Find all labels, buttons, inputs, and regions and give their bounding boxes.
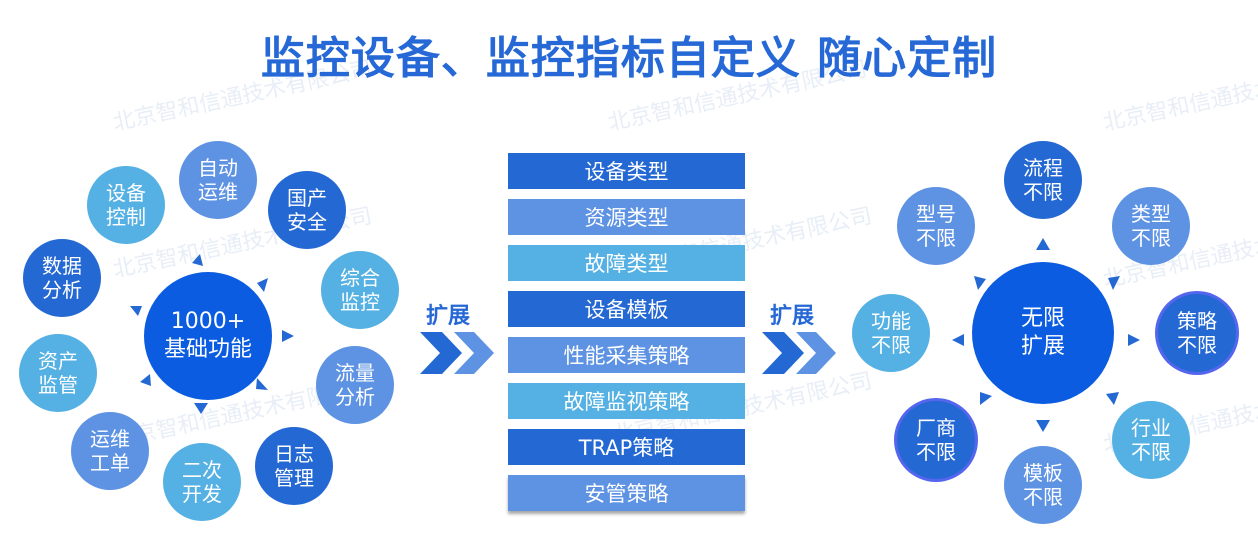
list-item: 性能采集策略 [508,337,745,373]
right-hub-circle: 无限 扩展 [972,262,1114,404]
list-item: 故障类型 [508,245,745,281]
right-satellite: 型号 不限 [897,187,975,265]
list-item: 设备模板 [508,291,745,327]
left-satellite: 综合 监控 [321,251,399,329]
list-item: TRAP策略 [508,429,745,465]
hub-label-line1: 无限 [1020,306,1065,331]
expand-label-left: 扩展 [426,304,471,329]
satellite-label: 管理 [274,466,314,490]
list-item: 设备类型 [508,153,745,189]
right-satellite: 策略 不限 [1158,294,1236,372]
expand-label-right: 扩展 [770,304,815,329]
satellite-label: 运维 [90,427,130,451]
satellite-label: 综合 [340,266,380,290]
satellite-label: 不限 [1023,180,1063,204]
left-satellite: 数据 分析 [23,239,101,317]
pointer-triangles-icon [130,254,294,414]
right-satellite: 厂商 不限 [897,401,975,479]
left-satellite: 二次 开发 [163,443,241,521]
left-satellite: 日志 管理 [255,427,333,505]
hub-label-line2: 基础功能 [163,337,252,362]
satellite-label: 策略 [1177,309,1217,333]
list-item: 故障监视策略 [508,383,745,419]
satellite-label: 不限 [1131,226,1171,250]
right-satellite: 模板 不限 [1004,446,1082,524]
satellite-label: 不限 [1177,333,1217,357]
satellite-label: 不限 [916,440,956,464]
satellite-label: 不限 [871,333,911,357]
satellite-label: 自动 [198,156,238,180]
satellite-label: 工单 [90,451,130,475]
satellite-label: 型号 [916,202,956,226]
satellite-label: 厂商 [916,416,956,440]
satellite-label: 行业 [1131,416,1171,440]
satellite-label: 不限 [916,226,956,250]
satellite-label: 流程 [1023,156,1063,180]
satellite-label: 类型 [1131,202,1171,226]
satellite-label: 控制 [106,205,146,229]
list-item: 资源类型 [508,199,745,235]
left-satellite: 国产 安全 [268,171,346,249]
satellite-label: 二次 [182,458,222,482]
left-satellite: 运维 工单 [71,412,149,490]
satellite-label: 监管 [38,373,78,397]
satellite-label: 模板 [1023,461,1063,485]
satellite-label: 不限 [1131,440,1171,464]
satellite-label: 设备 [106,181,146,205]
hub-label-line2: 扩展 [1020,334,1065,359]
list-item: 安管策略 [508,475,745,511]
left-satellite: 资产 监管 [19,334,97,412]
double-chevron-right-icon [762,332,836,374]
satellite-label: 开发 [182,482,222,506]
satellite-label: 安全 [287,210,327,234]
page-title: 监控设备、监控指标自定义 随心定制 [260,33,998,84]
left-satellite: 流量 分析 [316,346,394,424]
satellite-label: 流量 [335,361,375,385]
left-satellite: 自动 运维 [179,141,257,219]
satellite-label: 分析 [42,278,82,302]
satellite-label: 运维 [198,180,238,204]
satellite-label: 日志 [274,442,314,466]
left-hub-circle: 1000+ 基础功能 [144,272,272,400]
right-satellite: 类型 不限 [1112,187,1190,265]
satellite-label: 分析 [335,385,375,409]
satellite-label: 国产 [287,186,327,210]
right-satellite: 流程 不限 [1004,141,1082,219]
pointer-triangles-icon [952,238,1140,432]
right-satellite: 行业 不限 [1112,401,1190,479]
satellite-label: 不限 [1023,485,1063,509]
satellite-label: 资产 [38,349,78,373]
hub-label-line1: 1000+ [170,309,246,334]
satellite-label: 功能 [871,309,911,333]
satellite-label: 监控 [340,290,380,314]
left-satellite: 设备 控制 [87,166,165,244]
satellite-label: 数据 [42,254,82,278]
double-chevron-right-icon [420,332,494,374]
right-satellite: 功能 不限 [852,294,930,372]
